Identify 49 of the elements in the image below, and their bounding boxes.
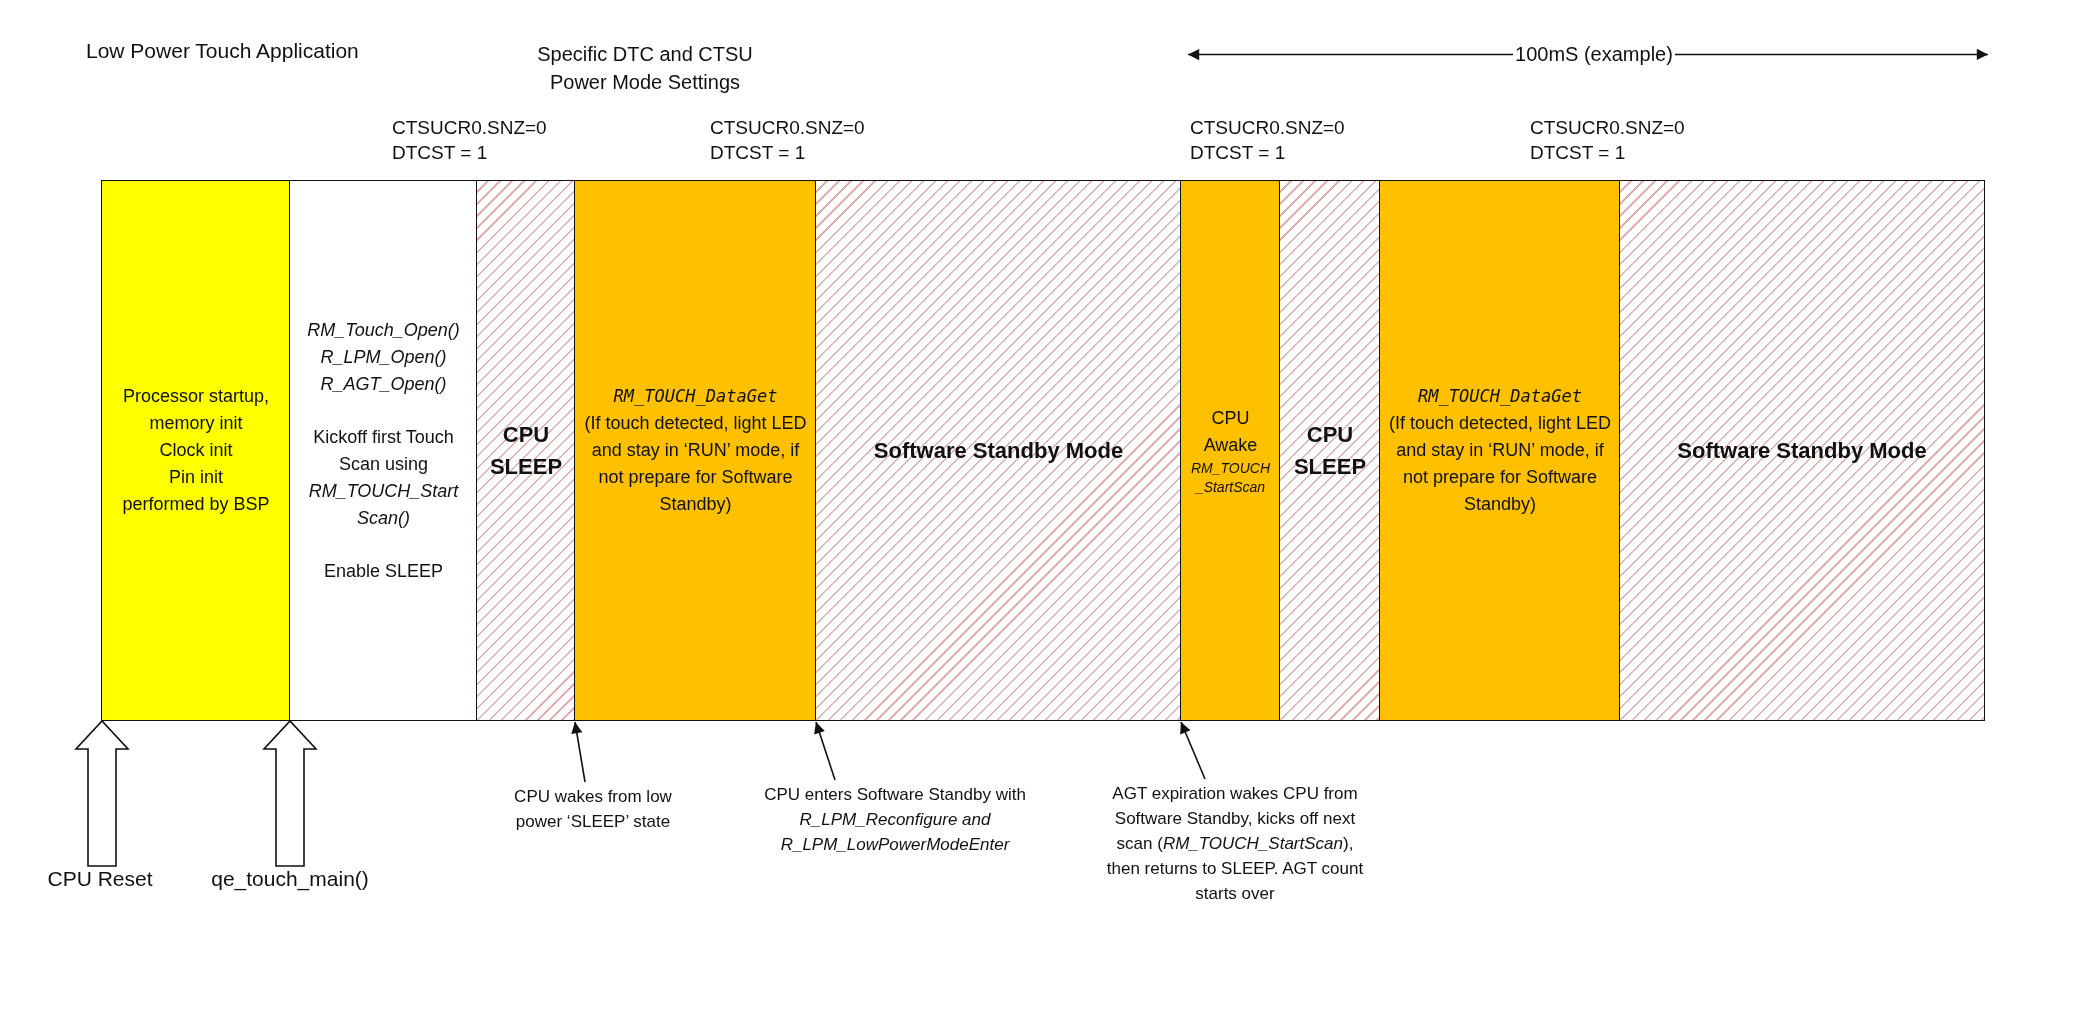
segment-text: Kickoff first Touch Scan using RM_TOUCH_Start Scan() [307, 425, 460, 530]
timeline-segment [101, 180, 291, 721]
annotation-text: CPU Reset [30, 866, 170, 891]
heading-text: Specific DTC and CTSU Power Mode Settings [536, 42, 754, 95]
hatched-timeline-segment [815, 180, 1182, 721]
function-name: RM_TOUCH _StartScan [1189, 458, 1272, 497]
segment-text: Software Standby Mode [1677, 436, 1927, 465]
segment-text: (If touch detected, light LED and stay in ‘RUN’ mode, if not prepare for Software Standby) [583, 412, 808, 516]
segment-text: Enable SLEEP [323, 559, 444, 583]
annotation-text: CPU enters Software Standby with R_LPM_Reconfigure and R_LPM_LowPowerModeEnter [740, 782, 1050, 857]
register-setting: DTCST = 1 [1190, 141, 1286, 165]
register-setting: DTCST = 1 [1530, 141, 1626, 165]
segment-text: CPU SLEEP [1292, 420, 1368, 481]
register-setting: DTCST = 1 [710, 141, 806, 165]
timeline-segment [289, 180, 478, 721]
segment-text: performed by BSP [122, 493, 270, 516]
dimension-label: 100mS (example) [1515, 42, 1673, 67]
annotation-text: AGT expiration wakes CPU from Software Standby, kicks off next scan (RM_TOUCH_StartScan), then returns to SLEEP. AGT count starts over [1105, 781, 1365, 906]
function-name: R_LPM_Open() [320, 345, 447, 369]
leader-arrow [1180, 721, 1206, 780]
block-arrow [74, 719, 130, 867]
function-name: RM_TOUCH_DataGet [1418, 385, 1582, 408]
timeline-segment [1379, 180, 1621, 721]
register-setting: CTSUCR0.SNZ=0 [1190, 116, 1345, 140]
register-setting: CTSUCR0.SNZ=0 [1530, 116, 1685, 140]
hatched-timeline-segment [1619, 180, 1985, 721]
segment-text: (If touch detected, light LED and stay in ‘RUN’ mode, if not prepare for Software Standby) [1387, 412, 1613, 516]
annotation-text: qe_touch_main() [200, 866, 380, 891]
hatched-timeline-segment [1279, 180, 1381, 721]
function-name: R_AGT_Open() [320, 372, 447, 396]
block-arrow [262, 719, 318, 867]
hatched-timeline-segment [476, 180, 576, 721]
timeline-segment [1180, 180, 1281, 721]
register-setting: CTSUCR0.SNZ=0 [392, 116, 547, 140]
segment-text: Software Standby Mode [873, 436, 1124, 465]
leader-arrow [814, 721, 836, 781]
register-setting: CTSUCR0.SNZ=0 [710, 116, 865, 140]
register-setting: DTCST = 1 [392, 141, 488, 165]
function-name: RM_Touch_Open() [307, 318, 460, 342]
segment-text: Clock init [159, 439, 233, 462]
segment-text: CPU Awake [1202, 406, 1259, 457]
diagram-title: Low Power Touch Application [86, 38, 359, 63]
annotation-text: CPU wakes from low power ‘SLEEP’ state [505, 784, 681, 834]
segment-text: Processor startup, memory init [121, 385, 271, 435]
leader-arrow [571, 721, 586, 783]
segment-text: CPU SLEEP [488, 420, 564, 481]
segment-text: Pin init [169, 466, 223, 489]
timeline-segment [574, 180, 817, 721]
function-name: RM_TOUCH_DataGet [613, 385, 778, 408]
